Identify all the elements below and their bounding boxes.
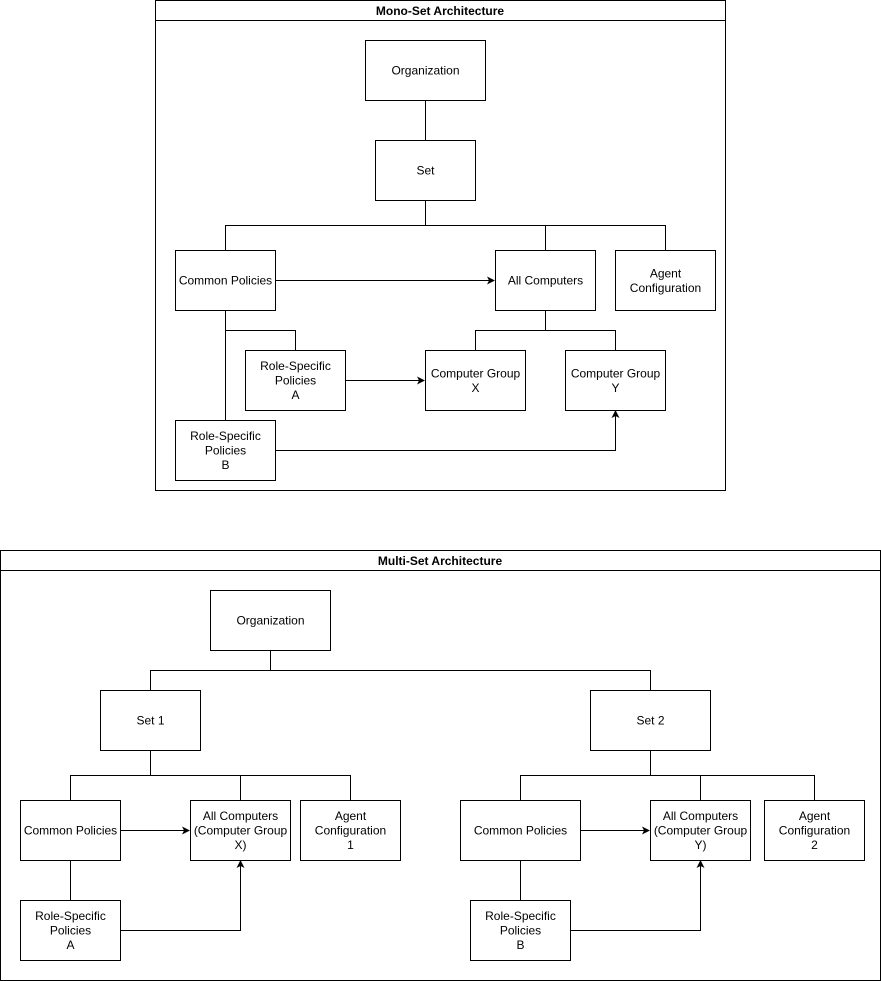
node-label-line: All Computers <box>508 274 583 288</box>
node-label-line: Policies <box>500 924 541 938</box>
node-label-line: Organization <box>391 64 459 78</box>
node-set-1[interactable]: Set 1 <box>100 690 201 751</box>
multi-set-frame <box>0 550 881 981</box>
node-label-line: Role-Specific <box>485 909 556 923</box>
node-label-line: Configuration <box>779 824 850 838</box>
node-label-line: Role-Specific <box>260 359 331 373</box>
node-label-line: Set 1 <box>136 714 164 728</box>
node-organization[interactable]: Organization <box>210 590 331 651</box>
node-label: Organization <box>391 64 459 78</box>
node-label-line: Organization <box>236 614 304 628</box>
node-all-computers[interactable]: All Computers <box>495 250 596 311</box>
node-label-line: Set <box>416 164 435 178</box>
node-label: Set 2 <box>636 714 664 728</box>
node-label-line: Computer Group <box>571 366 661 380</box>
node-label-line: Common Policies <box>179 274 272 288</box>
node-label-line: Y) <box>695 838 707 852</box>
multi-set-container: Multi-Set Architecture Organization Set … <box>0 550 881 981</box>
node-label-line: Role-Specific <box>35 909 106 923</box>
node-label-line: Agent <box>650 266 682 280</box>
node-label-line: Role-Specific <box>190 429 261 443</box>
node-label-line: Common Policies <box>474 824 567 838</box>
node-label-line: All Computers <box>663 809 738 823</box>
node-common-policies[interactable]: Common Policies <box>175 250 276 311</box>
node-label-line: A <box>291 388 299 402</box>
edge-role-b-to-group-y <box>275 410 620 451</box>
edge-set1-children-bus <box>70 775 351 800</box>
node-label-line: Set 2 <box>636 714 664 728</box>
multi-set-title: Multi-Set Architecture <box>378 554 503 568</box>
edge-role-a-to-all-computers1 <box>120 860 245 931</box>
node-label: Set <box>416 164 435 178</box>
edge-org-sets-bus <box>150 670 651 690</box>
edge-role-b-to-all-computers2 <box>570 860 705 931</box>
edge-set-children-bus <box>225 225 666 250</box>
node-label: Set 1 <box>136 714 164 728</box>
node-label-line: X <box>471 381 479 395</box>
node-label-line: X) <box>235 838 247 852</box>
node-label: Common Policies <box>179 274 272 288</box>
node-label-line: A <box>66 938 74 952</box>
node-label-line: Y <box>611 381 619 395</box>
node-label: All Computers <box>508 274 583 288</box>
node-label-line: 1 <box>347 838 354 852</box>
node-label-line: Configuration <box>630 281 701 295</box>
node-label: Common Policies <box>24 824 117 838</box>
node-label-line: Policies <box>50 924 91 938</box>
node-label-line: B <box>516 938 524 952</box>
node-label: Common Policies <box>474 824 567 838</box>
node-label-line: Policies <box>275 374 316 388</box>
node-label-line: Common Policies <box>24 824 117 838</box>
mono-set-container: Mono-Set Architecture Organization Set C… <box>155 0 726 491</box>
node-common-policies-2[interactable]: Common Policies <box>460 800 581 861</box>
node-label-line: Computer Group <box>431 366 521 380</box>
node-label-line: Agent <box>335 809 367 823</box>
node-label-line: Configuration <box>315 824 386 838</box>
node-set[interactable]: Set <box>375 140 476 201</box>
edge-set2-children-bus <box>520 775 815 800</box>
node-label-line: B <box>221 458 229 472</box>
node-organization[interactable]: Organization <box>365 40 486 101</box>
node-label-line: Agent <box>799 809 831 823</box>
node-set-2[interactable]: Set 2 <box>590 690 711 751</box>
mono-set-title: Mono-Set Architecture <box>376 4 505 18</box>
node-label-line: 2 <box>811 838 818 852</box>
node-label-line: (Computer Group <box>654 824 748 838</box>
node-label-line: Policies <box>205 444 246 458</box>
node-label-line: All Computers <box>203 809 278 823</box>
edge-all-computers-groups-bus <box>475 330 616 350</box>
node-common-policies-1[interactable]: Common Policies <box>20 800 121 861</box>
node-label: Organization <box>236 614 304 628</box>
node-label-line: (Computer Group <box>194 824 288 838</box>
edge-common-to-role-a <box>225 330 296 350</box>
